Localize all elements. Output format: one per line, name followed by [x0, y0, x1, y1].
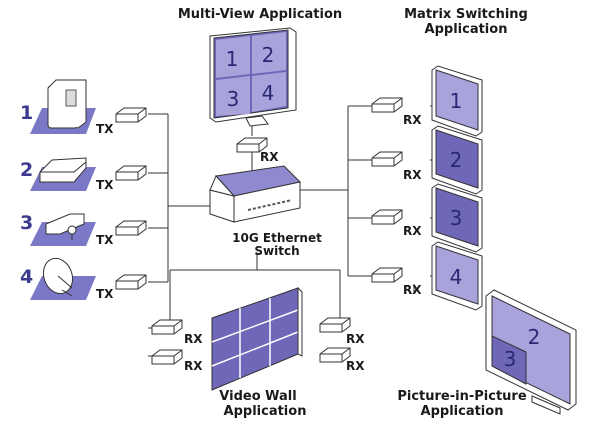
source-1: 1 TX [20, 79, 147, 136]
switch-label-line2: Switch [254, 244, 299, 258]
multiview-application: Multi-View Application 1 2 3 4 RX [178, 7, 342, 164]
pip-monitor [485, 289, 577, 415]
video-player-icon [39, 157, 87, 183]
video-wall-application: RX RX RX RX Video Wall Application [151, 286, 365, 419]
screen-number: 4 [450, 265, 463, 289]
matrix-output-1: 1 RX [371, 65, 483, 137]
satellite-dish-icon [42, 257, 74, 297]
quad-number: 3 [227, 87, 240, 111]
tx-device [115, 165, 147, 181]
ethernet-switch: 10G Ethernet Switch [209, 165, 322, 258]
matrix-title-line1: Matrix Switching [404, 7, 528, 22]
screen-number: 1 [450, 89, 463, 113]
pip-title-line1: Picture-in-Picture [397, 389, 526, 404]
source-4: 4 TX [20, 257, 147, 301]
rx-device [319, 317, 351, 333]
rx-label: RX [403, 168, 422, 182]
rx-device [151, 319, 183, 335]
quad-number: 4 [262, 81, 275, 105]
rx-label: RX [184, 359, 203, 373]
matrix-output-2: 2 RX [371, 125, 483, 195]
rx-label: RX [346, 359, 365, 373]
video-wall-title-line2: Application [224, 404, 307, 419]
source-number: 1 [20, 102, 33, 124]
source-number: 2 [20, 159, 33, 181]
source-3: 3 TX [20, 212, 147, 247]
rx-device [371, 267, 403, 283]
video-wall-title-line1: Video Wall [219, 389, 296, 404]
multiview-monitor [209, 27, 297, 127]
tx-label: TX [96, 287, 114, 301]
rx-label: RX [260, 150, 279, 164]
rx-label: RX [403, 113, 422, 127]
rx-device [151, 349, 183, 365]
tx-label: TX [96, 122, 114, 136]
screen-number: 2 [450, 148, 463, 172]
rx-device [371, 151, 403, 167]
picture-in-picture-application: 2 3 Picture-in-Picture Application [397, 289, 577, 419]
rx-label: RX [184, 332, 203, 346]
matrix-output-3: 3 RX [371, 183, 483, 253]
multiview-title: Multi-View Application [178, 7, 342, 22]
computer-icon [47, 79, 87, 129]
rx-label: RX [403, 224, 422, 238]
matrix-switching-application: Matrix Switching Application 1 RX 2 RX 3… [371, 7, 528, 311]
video-wall-display [211, 286, 303, 391]
pip-title-line2: Application [421, 404, 504, 419]
source-number: 3 [20, 212, 33, 234]
tx-label: TX [96, 233, 114, 247]
tx-label: TX [96, 178, 114, 192]
quad-number: 1 [226, 47, 239, 71]
matrix-output-4: 4 RX [371, 241, 483, 311]
source-2: 2 TX [20, 157, 147, 192]
rx-label: RX [403, 283, 422, 297]
rx-label: RX [346, 332, 365, 346]
rx-device [371, 209, 403, 225]
connection-lines [148, 105, 440, 357]
tx-device [115, 107, 147, 123]
quad-number: 2 [262, 43, 275, 67]
source-number: 4 [20, 266, 33, 288]
screen-number: 3 [450, 206, 463, 230]
pip-main-number: 2 [528, 325, 541, 349]
pip-inset-number: 3 [504, 347, 517, 371]
matrix-title-line2: Application [425, 22, 508, 37]
tx-device [115, 274, 147, 290]
camera-icon [45, 213, 85, 240]
rx-device [371, 97, 403, 113]
switch-label-line1: 10G Ethernet [232, 231, 322, 245]
tx-device [115, 220, 147, 236]
